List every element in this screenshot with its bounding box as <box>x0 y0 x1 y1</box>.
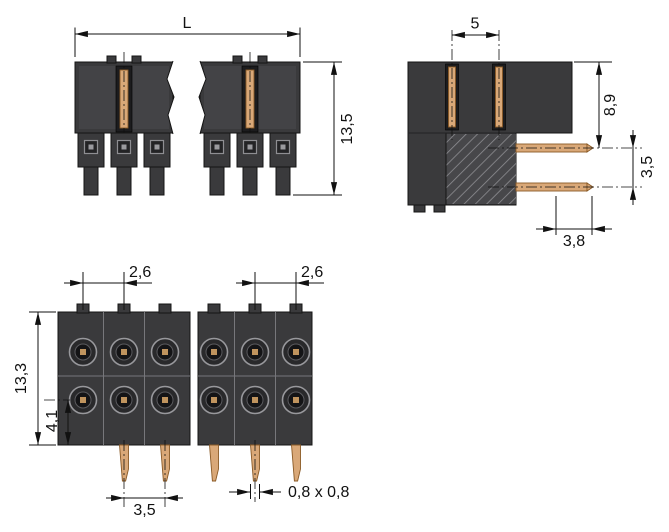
socket-contact <box>199 337 229 367</box>
front-contact <box>242 139 258 155</box>
dim-label-row-spacing: 3,5 <box>639 156 656 178</box>
socket-contact <box>68 337 98 367</box>
front-contact <box>83 139 99 155</box>
solder-pin <box>291 444 301 482</box>
housing-foot <box>275 166 291 196</box>
dim-2-6-left: 2,6 <box>64 264 152 310</box>
dim-13-3: 13,3 <box>13 311 56 446</box>
socket-contact <box>281 385 311 415</box>
side-foot <box>433 204 446 213</box>
dim-2-6-right: 2,6 <box>236 264 324 310</box>
dim-8-9: 8,9 <box>574 61 619 148</box>
front-tab <box>232 55 243 64</box>
dim-height-13-5: 13,5 <box>293 61 356 196</box>
bottom-left-housing <box>57 311 191 446</box>
bottom-view: 2,6 2,6 13,3 4,1 3,5 <box>13 264 349 519</box>
contact-tower <box>77 132 105 168</box>
front-tab <box>257 55 268 64</box>
housing-foot <box>209 166 225 196</box>
socket-contact <box>199 385 229 415</box>
section-hatch <box>446 134 516 204</box>
dim-label-pitch-right: 2,6 <box>301 264 323 281</box>
socket-contact <box>150 337 180 367</box>
break-line <box>198 60 207 135</box>
latch-tab <box>158 303 172 314</box>
dim-0-8x0-8: 0,8 x 0,8 <box>229 484 349 501</box>
front-tab <box>131 55 142 64</box>
socket-contact <box>281 337 311 367</box>
dim-label-bottom-height: 13,3 <box>13 363 30 394</box>
dim-label-front-height: 13,5 <box>339 113 356 144</box>
front-contact <box>275 139 291 155</box>
socket-contact <box>109 385 139 415</box>
socket-contact <box>109 337 139 367</box>
front-contact <box>209 139 225 155</box>
dim-4-1: 4,1 <box>44 399 72 445</box>
dim-label-pitch: 5 <box>471 16 480 33</box>
dim-length-L: L <box>74 15 301 57</box>
bottom-right-housing <box>197 311 313 446</box>
side-foot <box>413 204 426 213</box>
housing-foot <box>116 166 132 196</box>
dim-label-top-to-pin: 8,9 <box>602 94 619 116</box>
dim-3-5-side: 3,5 <box>629 130 656 205</box>
dim-label-pin-size: 0,8 x 0,8 <box>288 484 349 501</box>
front-view: L 13,5 <box>74 15 356 196</box>
dim-label-row-offset: 4,1 <box>44 410 61 432</box>
housing-foot <box>242 166 258 196</box>
socket-contact <box>240 337 270 367</box>
front-contact <box>149 139 165 155</box>
break-line <box>166 60 175 135</box>
socket-contact <box>240 385 270 415</box>
front-contact <box>116 139 132 155</box>
solder-pin <box>209 444 219 482</box>
dim-label-pitch-left: 2,6 <box>129 264 151 281</box>
socket-contact <box>68 385 98 415</box>
dim-pitch-5: 5 <box>452 16 499 39</box>
dim-label-protrusion: 3,8 <box>563 233 585 250</box>
socket-contact <box>150 385 180 415</box>
latch-tab <box>207 303 221 314</box>
housing-foot <box>83 166 99 196</box>
side-view: 5 8,9 3,5 3,8 <box>407 16 656 250</box>
dim-label-length: L <box>183 15 192 32</box>
dim-3-5-bottom: 3,5 <box>106 494 183 519</box>
dim-label-pin-pitch: 3,5 <box>133 502 155 519</box>
dim-3-8: 3,8 <box>536 196 612 250</box>
front-tab <box>106 55 117 64</box>
housing-foot <box>149 166 165 196</box>
